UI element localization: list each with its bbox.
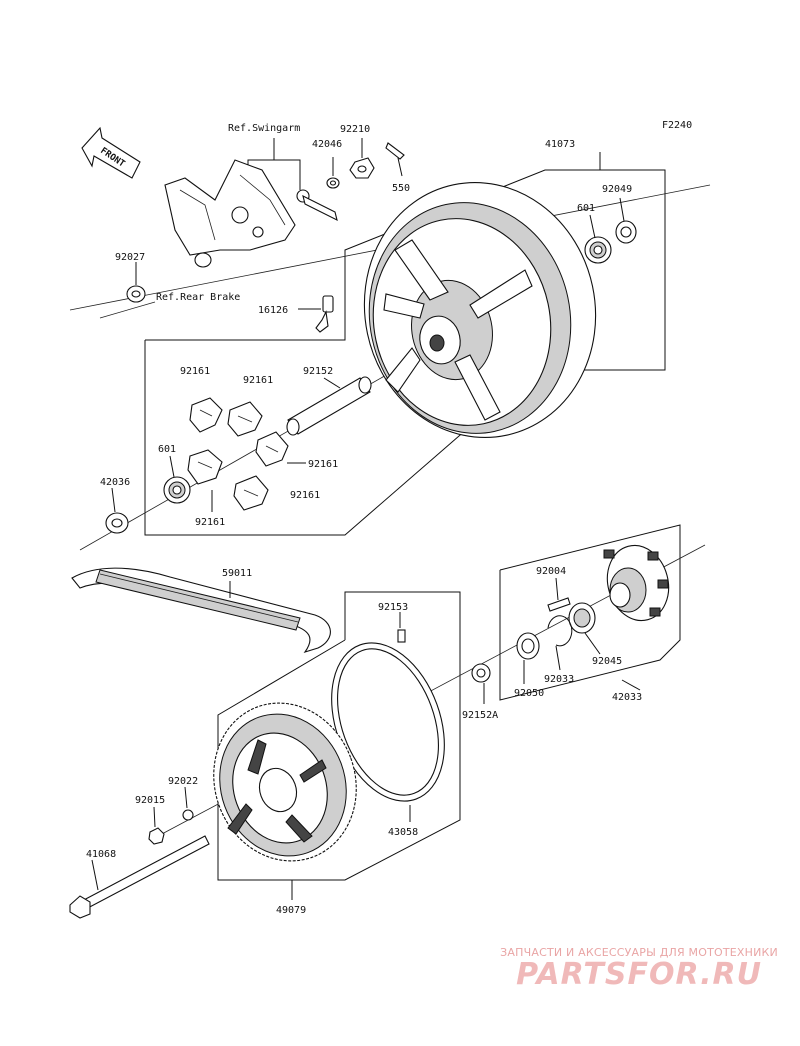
part-label-92210: 92210	[340, 124, 370, 135]
part-label-92004: 92004	[536, 566, 566, 577]
part-label-92161-e: 92161	[195, 517, 225, 528]
sprocket-49079	[213, 702, 357, 900]
ref-swingarm-label: Ref.Swingarm	[228, 123, 300, 134]
part-label-601-upper: 601	[577, 203, 595, 214]
ref-rear-brake-label: Ref.Rear Brake	[156, 292, 240, 303]
left-axis-line	[79, 349, 431, 551]
part-label-49079: 49079	[276, 905, 306, 916]
stud-92004	[547, 577, 571, 612]
part-label-92161-d: 92161	[290, 490, 320, 501]
plate-43058	[331, 642, 445, 822]
part-label-16126: 16126	[258, 305, 288, 316]
collar-42036	[105, 487, 129, 534]
part-label-92033: 92033	[544, 674, 574, 685]
part-label-59011: 59011	[222, 568, 252, 579]
collar-92152a	[471, 663, 491, 704]
part-label-92152: 92152	[303, 366, 333, 377]
damper-92161-set	[187, 397, 306, 512]
bearing-92045	[568, 602, 601, 655]
axle-41068	[69, 835, 210, 919]
part-label-92045: 92045	[592, 656, 622, 667]
axle-adjuster-parts	[296, 138, 405, 222]
part-label-92161-a: 92161	[180, 366, 210, 377]
washer-92022	[182, 786, 194, 821]
watermark-logo: PARTSFOR.RU	[516, 957, 762, 992]
nut-92015	[148, 806, 165, 845]
drive-belt-59011	[71, 567, 331, 654]
part-label-42033: 42033	[612, 692, 642, 703]
collar-92152	[286, 376, 372, 436]
bearing-601-lower	[163, 455, 191, 504]
part-label-41073: 41073	[545, 139, 575, 150]
part-label-92015: 92015	[135, 795, 165, 806]
part-label-92153: 92153	[378, 602, 408, 613]
part-label-41068: 41068	[86, 849, 116, 860]
part-label-92161-c: 92161	[308, 459, 338, 470]
part-label-42036: 42036	[100, 477, 130, 488]
part-label-92027: 92027	[115, 252, 145, 263]
figure-code: F2240	[662, 120, 692, 131]
rear-brake-leader	[99, 301, 156, 319]
part-label-92161-b: 92161	[243, 375, 273, 386]
bolt-92153	[397, 612, 406, 643]
part-label-42046: 42046	[312, 139, 342, 150]
part-label-92152a: 92152A	[462, 710, 498, 721]
hub-42033	[603, 544, 670, 691]
part-label-92049: 92049	[602, 184, 632, 195]
part-label-43058: 43058	[388, 827, 418, 838]
rear-wheel-41073	[363, 181, 597, 439]
swingarm-bracket	[164, 138, 301, 268]
bearing-601-upper	[584, 214, 612, 264]
watermark: ЗАПЧАСТИ И АКСЕССУАРЫ ДЛЯ МОТОТЕХНИКИ PA…	[500, 946, 778, 992]
wheel-group-outline	[144, 169, 666, 536]
valve-16126	[298, 295, 334, 333]
watermark-tagline: ЗАПЧАСТИ И АКСЕССУАРЫ ДЛЯ МОТОТЕХНИКИ	[500, 946, 778, 959]
collar-92027	[126, 262, 146, 303]
part-label-92050: 92050	[514, 688, 544, 699]
front-arrow-icon: FRONT	[81, 126, 141, 179]
seal-92050	[516, 632, 540, 684]
part-label-92022: 92022	[168, 776, 198, 787]
part-label-601-lower: 601	[158, 444, 176, 455]
circlip-92033	[547, 615, 573, 671]
part-label-550: 550	[392, 183, 410, 194]
seal-92049	[615, 197, 637, 244]
